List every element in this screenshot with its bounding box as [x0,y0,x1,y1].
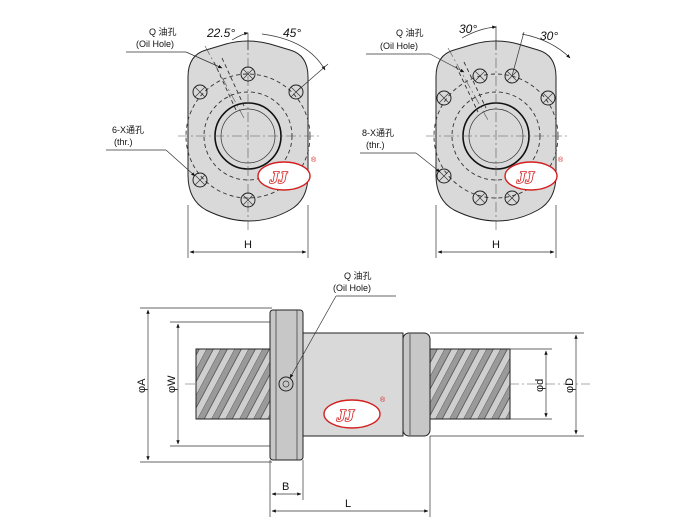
side-brand-reg: ® [380,396,386,404]
right-brand-badge [504,161,558,191]
side-oil-hole [278,376,294,392]
left-angle-45: 45° [283,26,301,40]
right-oil-hole-sub: (Oil Hole) [380,41,418,51]
dim-B: B [282,481,289,493]
right-angle-arc-left [461,25,497,39]
side-oil-hole-sub: (Oil Hole) [333,283,371,293]
right-bolt-label: 8-X通孔 [362,128,394,138]
right-angle-30-left: 30° [459,22,477,36]
side-view: Q 油孔 (Oil Hole) φA φW φd φD B L JJ ® [136,270,590,517]
right-bolt-sub: (thr.) [366,140,385,150]
right-flange-view: 30° 30° Q 油孔 (Oil Hole) 8-X通孔 (thr.) H J… [360,22,571,258]
dim-phi-A: φA [136,378,148,393]
left-angle-22-5: 22.5° [206,26,235,40]
left-oil-hole-label: Q 油孔 [149,26,177,37]
left-brand-reg: ® [311,156,317,164]
nut-flange [269,309,304,461]
dim-phi-W: φW [166,375,178,393]
left-flange-view: 22.5° 45° Q 油孔 (Oil Hole) 6-X通孔 (thr.) H… [106,26,329,258]
right-dim-H: H [492,239,500,251]
right-oil-hole [447,47,489,121]
side-brand-badge [323,399,381,429]
left-brand-text: JJ [269,168,288,187]
dim-L: L [345,498,351,510]
right-brand-text: JJ [516,168,535,187]
screw-shaft-right [429,348,511,420]
screw-shaft-left [195,348,271,420]
right-angle-arc-right [521,33,571,59]
left-oil-hole-sub: (Oil Hole) [136,39,174,49]
side-brand-text: JJ [336,406,355,425]
dim-phi-d: φd [534,379,546,392]
left-oil-hole [204,45,245,119]
left-angle-arc-large [261,33,326,71]
dim-phi-D: φD [564,378,576,393]
left-bolt-label: 6-X通孔 [112,125,144,135]
left-brand-badge [257,161,311,191]
left-angle-arc-small [231,31,249,41]
right-oil-hole-label: Q 油孔 [396,27,424,38]
nut-end-cap [402,332,431,437]
right-angle-30-right: 30° [540,29,558,43]
left-bolt-sub: (thr.) [114,137,133,147]
side-oil-hole-label: Q 油孔 [344,270,372,281]
left-dim-H: H [244,239,252,251]
right-brand-reg: ® [558,156,564,164]
